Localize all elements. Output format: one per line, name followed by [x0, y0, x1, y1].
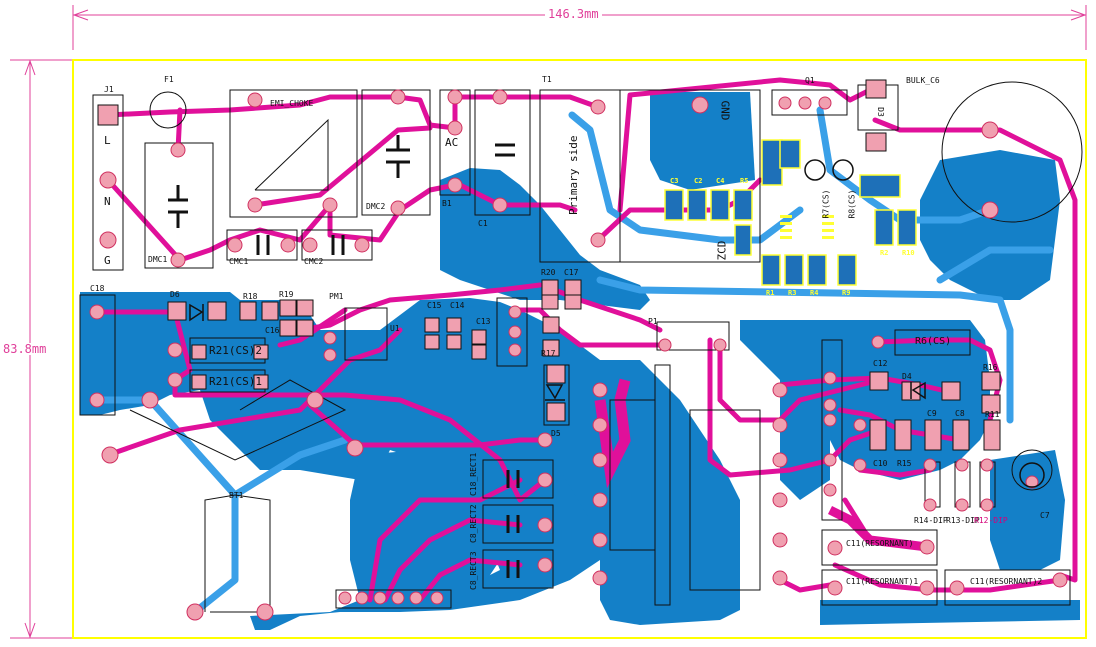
- d5-label: D5: [551, 429, 561, 438]
- d3-label: D3: [875, 107, 885, 117]
- r15-label: R15: [897, 459, 912, 468]
- silk-c2: C2: [694, 177, 703, 185]
- c16-label: C16: [265, 326, 280, 335]
- c13-label: C13: [476, 317, 491, 326]
- p1-label: P1: [648, 317, 658, 326]
- r14dip-label: R14-DIP: [914, 516, 948, 525]
- c17-label: C17: [564, 268, 579, 277]
- bulk-c6-label: BULK_C6: [906, 76, 940, 85]
- dmc1-label: DMC1: [148, 255, 168, 264]
- q1-label: Q1: [805, 76, 815, 85]
- silk-r5: R5: [740, 177, 749, 185]
- r21cs2-label: R21(CS)2: [209, 344, 262, 357]
- d4-label: D4: [902, 372, 912, 381]
- c15-label: C15: [427, 301, 442, 310]
- dmc2-label: DMC2: [366, 202, 386, 211]
- silk-r4: R4: [810, 289, 819, 297]
- r21cs1-label: R21(CS)1: [209, 375, 262, 388]
- zcd-label: ZCD: [715, 240, 729, 261]
- r20-label: R20: [541, 268, 556, 277]
- l-terminal-label: L: [104, 134, 111, 147]
- n-terminal-label: N: [104, 195, 111, 208]
- diode-symbols: [189, 159, 1045, 488]
- gnd-label: GND: [718, 100, 732, 121]
- square-pads: [97, 79, 1001, 451]
- cmc2-label: CMC2: [304, 257, 324, 266]
- c11-resonant1-label: C11(RESORNANT)1: [846, 577, 919, 586]
- d6-label: D6: [170, 290, 180, 299]
- c12-label: C12: [873, 359, 888, 368]
- r8cs-label: R8(CS): [847, 189, 857, 219]
- r6cs-label: R6(CS): [915, 336, 952, 347]
- g-terminal-label: G: [104, 254, 111, 267]
- r19-label: R19: [279, 290, 294, 299]
- silk-r10: R10: [902, 249, 915, 257]
- u1-label: U1: [390, 324, 400, 333]
- f1-label: F1: [164, 75, 174, 84]
- ac-label: AC: [445, 136, 459, 149]
- height-dimension-label: 83.8mm: [0, 343, 50, 355]
- c7-label: C7: [1040, 511, 1050, 520]
- rect3-label: C8_RECT3: [469, 551, 478, 590]
- r16-label: R16: [983, 363, 998, 372]
- c1-label: C1: [478, 219, 488, 228]
- primary-side-label: Primary side: [567, 135, 580, 215]
- width-dimension-label: 146.3mm: [545, 8, 602, 20]
- r7cs-label: R7(CS): [821, 189, 831, 219]
- pm1-label: PM1: [329, 292, 344, 301]
- r12dip-label: R12-DIP: [974, 516, 1008, 525]
- emi-choke-label: EMI_CHOKE: [270, 99, 314, 108]
- bt1-label: BT1: [229, 491, 244, 500]
- r17-label: R17: [541, 349, 556, 358]
- c10-label: C10: [873, 459, 888, 468]
- r18-label: R18: [243, 292, 258, 301]
- c18-label: C18: [90, 284, 105, 293]
- high-current-trace: [594, 378, 631, 489]
- c9-label: C9: [927, 409, 937, 418]
- c14-label: C14: [450, 301, 465, 310]
- cmc1-label: CMC1: [229, 257, 249, 266]
- rect2-label: C8_RECT2: [469, 504, 478, 543]
- c11-resonant2-label: C11(RESORNANT)2: [970, 577, 1043, 586]
- silk-r2: R2: [880, 249, 889, 257]
- c8-label: C8: [955, 409, 965, 418]
- silk-r3: R3: [788, 289, 797, 297]
- ic-pins: [780, 215, 834, 239]
- silk-c4: C4: [716, 177, 725, 185]
- silk-r1: R1: [766, 289, 775, 297]
- smd-pads: [664, 139, 917, 286]
- silk-r9: R9: [842, 289, 851, 297]
- c11-resonant-label: C11(RESORNANT): [846, 539, 914, 548]
- j1-label: J1: [104, 85, 114, 94]
- through-hole-pads: [89, 89, 1068, 621]
- b1-label: B1: [442, 199, 452, 208]
- rect1-label: C18_RECT1: [469, 452, 478, 496]
- silk-c3: C3: [670, 177, 679, 185]
- t1-label: T1: [542, 75, 552, 84]
- capacitor-symbols: [168, 135, 520, 578]
- r11-label: R11: [985, 410, 1000, 419]
- r13dip-label: R13-DIP: [946, 516, 980, 525]
